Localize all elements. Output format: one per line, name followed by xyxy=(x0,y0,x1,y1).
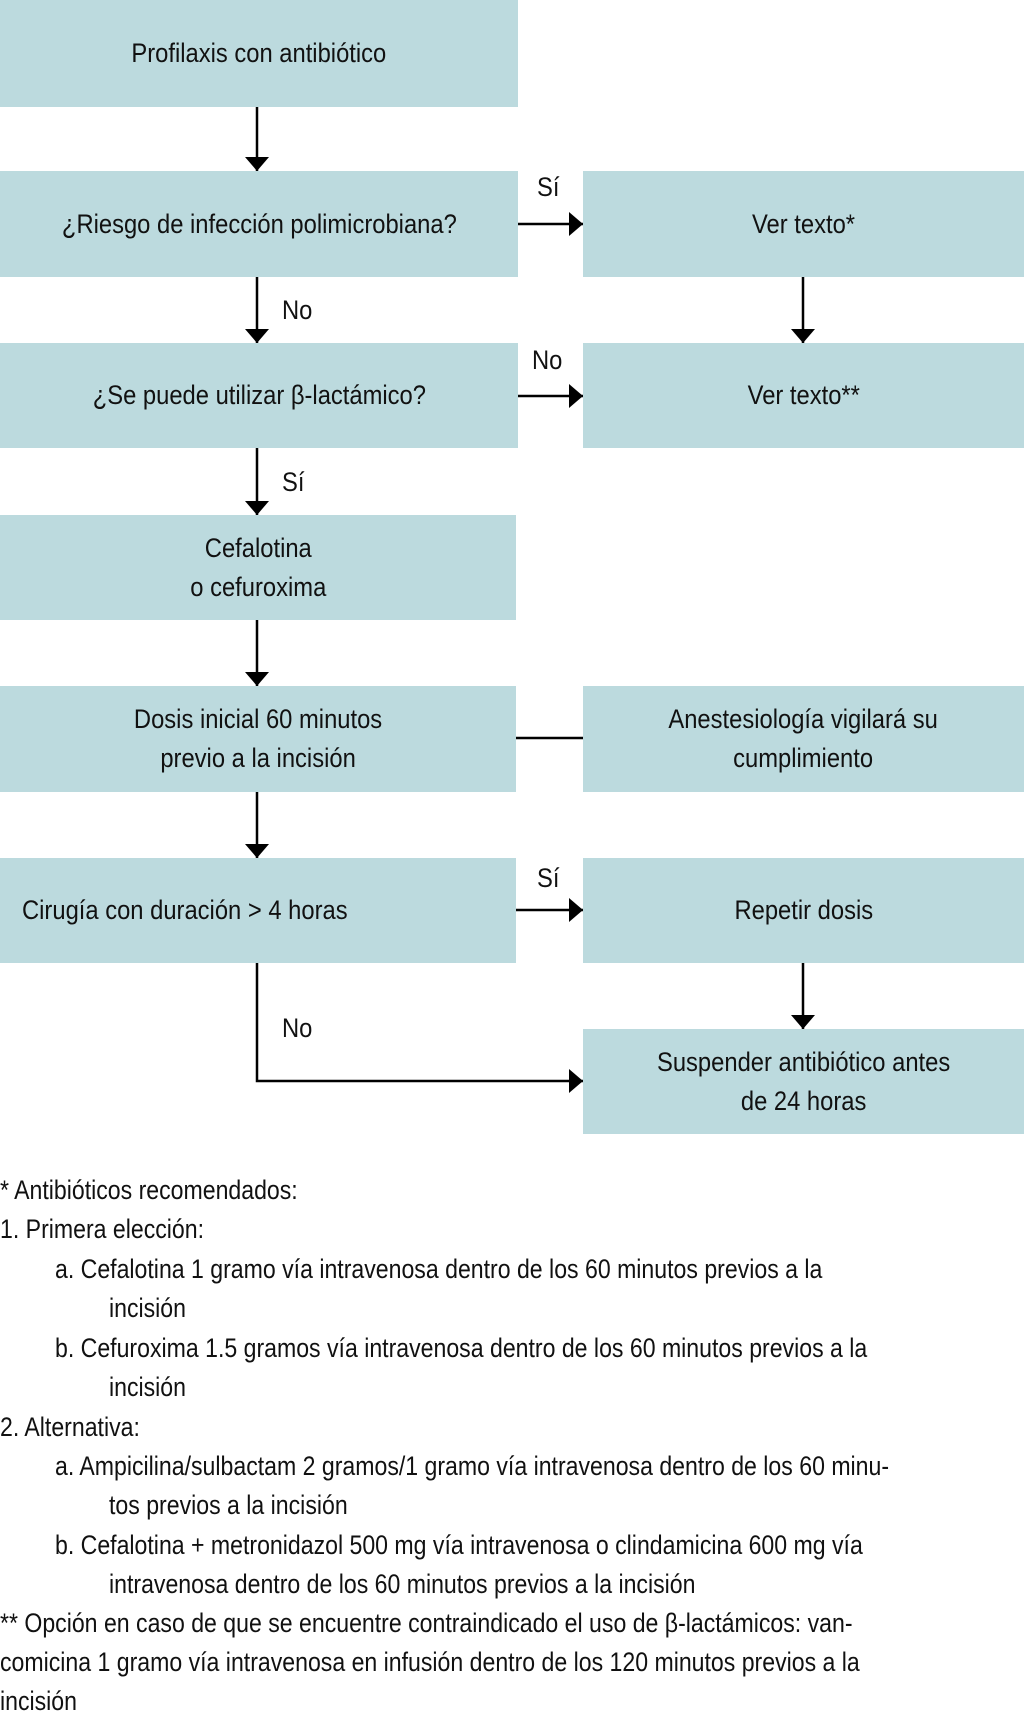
note-line: comicina 1 gramo vía intravenosa en infu… xyxy=(0,1647,860,1677)
note-line: a. Ampicilina/sulbactam 2 gramos/1 gramo… xyxy=(55,1451,890,1481)
note-line: incisión xyxy=(0,1686,77,1716)
node-anest: Anestesiología vigilará su cumplimiento xyxy=(583,686,1024,792)
note-line: incisión xyxy=(109,1293,186,1323)
arrow-q3-stop xyxy=(255,963,583,1093)
note-line: tos previos a la incisión xyxy=(109,1490,348,1520)
node-text: Dosis inicial 60 minutos previo a la inc… xyxy=(133,704,383,773)
node-text: Cefalotina o cefuroxima xyxy=(189,532,327,602)
label-q2-yes: Sí xyxy=(282,467,305,497)
node-text: Profilaxis con antibiótico xyxy=(131,38,387,68)
note-line: incisión xyxy=(109,1372,186,1402)
label-q3-yes: Sí xyxy=(537,863,560,893)
node-text: Cirugía con duración > 4 horas xyxy=(22,895,348,925)
node-text: Anestesiología vigilará su cumplimiento xyxy=(668,704,939,773)
note-line: a. Cefalotina 1 gramo vía intravenosa de… xyxy=(55,1254,823,1284)
node-see2: Ver texto** xyxy=(583,343,1024,448)
node-q3: Cirugía con duración > 4 horas xyxy=(0,858,516,963)
label-q2-no: No xyxy=(532,345,563,375)
node-text: Repetir dosis xyxy=(734,895,873,925)
node-q1: ¿Riesgo de infección polimicrobiana? xyxy=(0,171,518,277)
label-q1-no: No xyxy=(282,295,313,325)
node-drug: Cefalotina o cefuroxima xyxy=(0,515,516,620)
node-stop: Suspender antibiótico antes de 24 horas xyxy=(583,1029,1024,1134)
note-line: b. Cefalotina + metronidazol 500 mg vía … xyxy=(55,1530,863,1560)
node-q2: ¿Se puede utilizar β-lactámico? xyxy=(0,343,518,448)
node-repeat: Repetir dosis xyxy=(583,858,1024,963)
node-dose: Dosis inicial 60 minutos previo a la inc… xyxy=(0,686,516,792)
node-text: Ver texto* xyxy=(751,208,856,239)
note-line: intravenosa dentro de los 60 minutos pre… xyxy=(109,1569,696,1599)
note-line: 2. Alternativa: xyxy=(0,1412,140,1442)
node-start: Profilaxis con antibiótico xyxy=(0,0,518,107)
node-text: ¿Se puede utilizar β-lactámico? xyxy=(92,380,426,410)
node-text: Suspender antibiótico antes de 24 horas xyxy=(656,1046,951,1116)
node-text: ¿Riesgo de infección polimicrobiana? xyxy=(61,208,457,239)
label-q3-no: No xyxy=(282,1013,313,1043)
note-line: 1. Primera elección: xyxy=(0,1214,205,1244)
node-text: Ver texto** xyxy=(747,380,860,410)
node-see1: Ver texto* xyxy=(583,171,1024,277)
label-q1-yes: Sí xyxy=(537,172,560,202)
note-line: ** Opción en caso de que se encuentre co… xyxy=(0,1608,853,1638)
note-line: b. Cefuroxima 1.5 gramos vía intravenosa… xyxy=(55,1333,868,1363)
note-line: * Antibióticos recomendados: xyxy=(0,1175,298,1205)
